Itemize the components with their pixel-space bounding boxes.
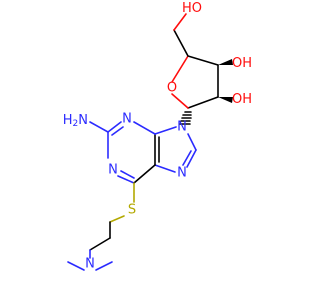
bond-n-me2 [95,261,113,271]
wedge-c2-oh [218,97,233,103]
bond-n3-c2-double [111,126,124,136]
bond-c4-n3 [133,121,156,135]
bond-c8-n7 [186,149,197,168]
bond-n3-c2 [107,121,122,133]
atom-n3: N [122,112,132,127]
atom-s: S [128,203,136,218]
side-chain-bonds [67,182,135,271]
bond-c2-c1 [187,96,219,109]
bond-o-c4 [171,55,189,83]
bond-c1-o [171,93,189,109]
purine-bonds [89,121,197,184]
bond-n1-c6 [117,175,135,184]
atom-n7: N [177,166,187,181]
atom-o3: OH [232,56,252,71]
bond-n-me1 [67,261,85,271]
atom-nme2: N [85,257,95,272]
bond-c5-o5 [173,13,187,31]
bond-n9-c8 [187,133,197,151]
atom-n1: N [108,163,118,178]
hashed-bond-c1-n9 [179,111,192,125]
bond-c4-n9 [154,126,177,135]
atom-n9: N [177,120,187,135]
atom-labels: O HO OH OH N N N N H2N S N [63,1,252,272]
bond-c8-n7-double [182,150,192,166]
atom-nh2: H2N [63,113,88,130]
bond-c6-c5 [133,164,156,184]
molecule-structure-drawing: O HO OH OH N N N N H2N S N [63,1,252,272]
atom-o4: O [167,81,177,96]
bond-s-ch2 [109,215,125,223]
bond-c4-c3 [187,55,219,66]
ribose-ring-bonds [171,55,219,109]
bond-c4-c5 [173,29,189,57]
wedge-c3-oh [218,59,233,65]
bond-c2-nh2 [89,121,109,133]
bond-n7-c5 [154,164,176,173]
bond-chain-2 [89,237,111,251]
atom-o2: OH [232,92,252,107]
atom-o5: HO [182,1,202,16]
bond-n1-c6-double [120,170,135,179]
